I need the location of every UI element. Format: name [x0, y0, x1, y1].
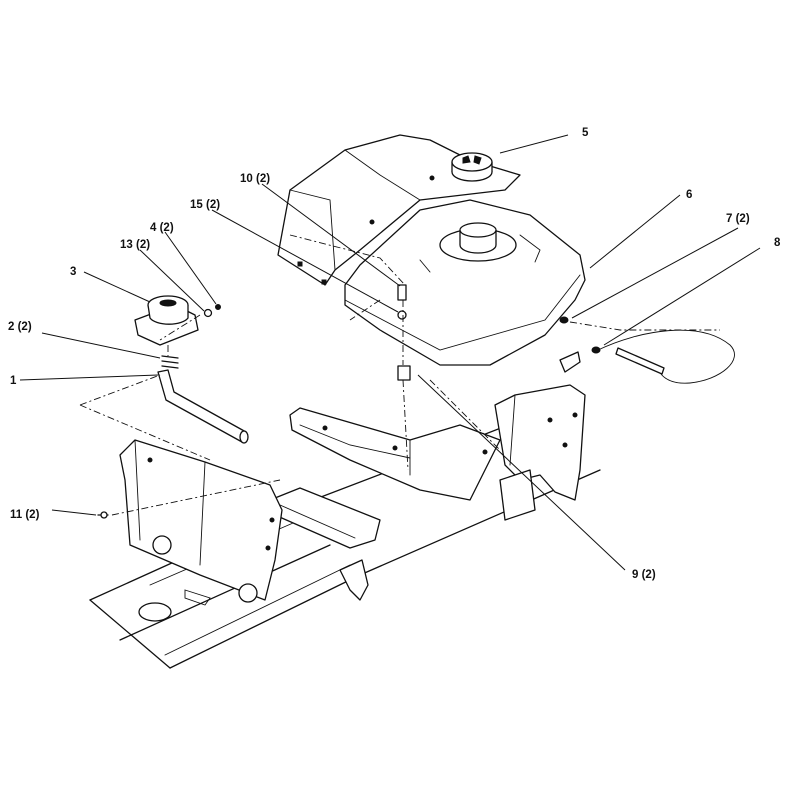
callout-10: 10 (2): [240, 173, 270, 185]
callout-5: 5: [582, 127, 589, 139]
hose-clamp: [161, 355, 179, 369]
callout-15: 15 (2): [190, 199, 220, 211]
fuel-hose: [157, 369, 249, 444]
leader-lines: [19, 134, 761, 571]
fuel-cap: [451, 152, 493, 182]
callout-8: 8: [774, 237, 781, 249]
callout-13: 13 (2): [120, 239, 150, 251]
dash-support-bracket: [289, 407, 501, 501]
callout-11: 11 (2): [10, 509, 40, 521]
front-bracket-panel: [119, 439, 283, 603]
callout-3: 3: [70, 266, 76, 278]
callout-9: 9 (2): [632, 569, 656, 581]
callout-labels: 5 6 7 (2) 8 10 (2) 15 (2) 4 (2) 13 (2) 3…: [8, 127, 781, 581]
chassis-frame: [89, 404, 601, 669]
callout-2: 2 (2): [8, 321, 32, 333]
callout-1: 1: [10, 375, 17, 387]
side-mount-panel: [494, 384, 586, 521]
fuel-line: [597, 329, 735, 384]
callout-7: 7 (2): [726, 213, 750, 225]
assembly-lines: [79, 234, 720, 516]
callout-6: 6: [686, 189, 692, 201]
hardware: [97, 284, 601, 519]
callout-4: 4 (2): [150, 222, 174, 234]
fuel-filter-assembly: [134, 295, 199, 346]
fuel-tank: [344, 199, 586, 366]
